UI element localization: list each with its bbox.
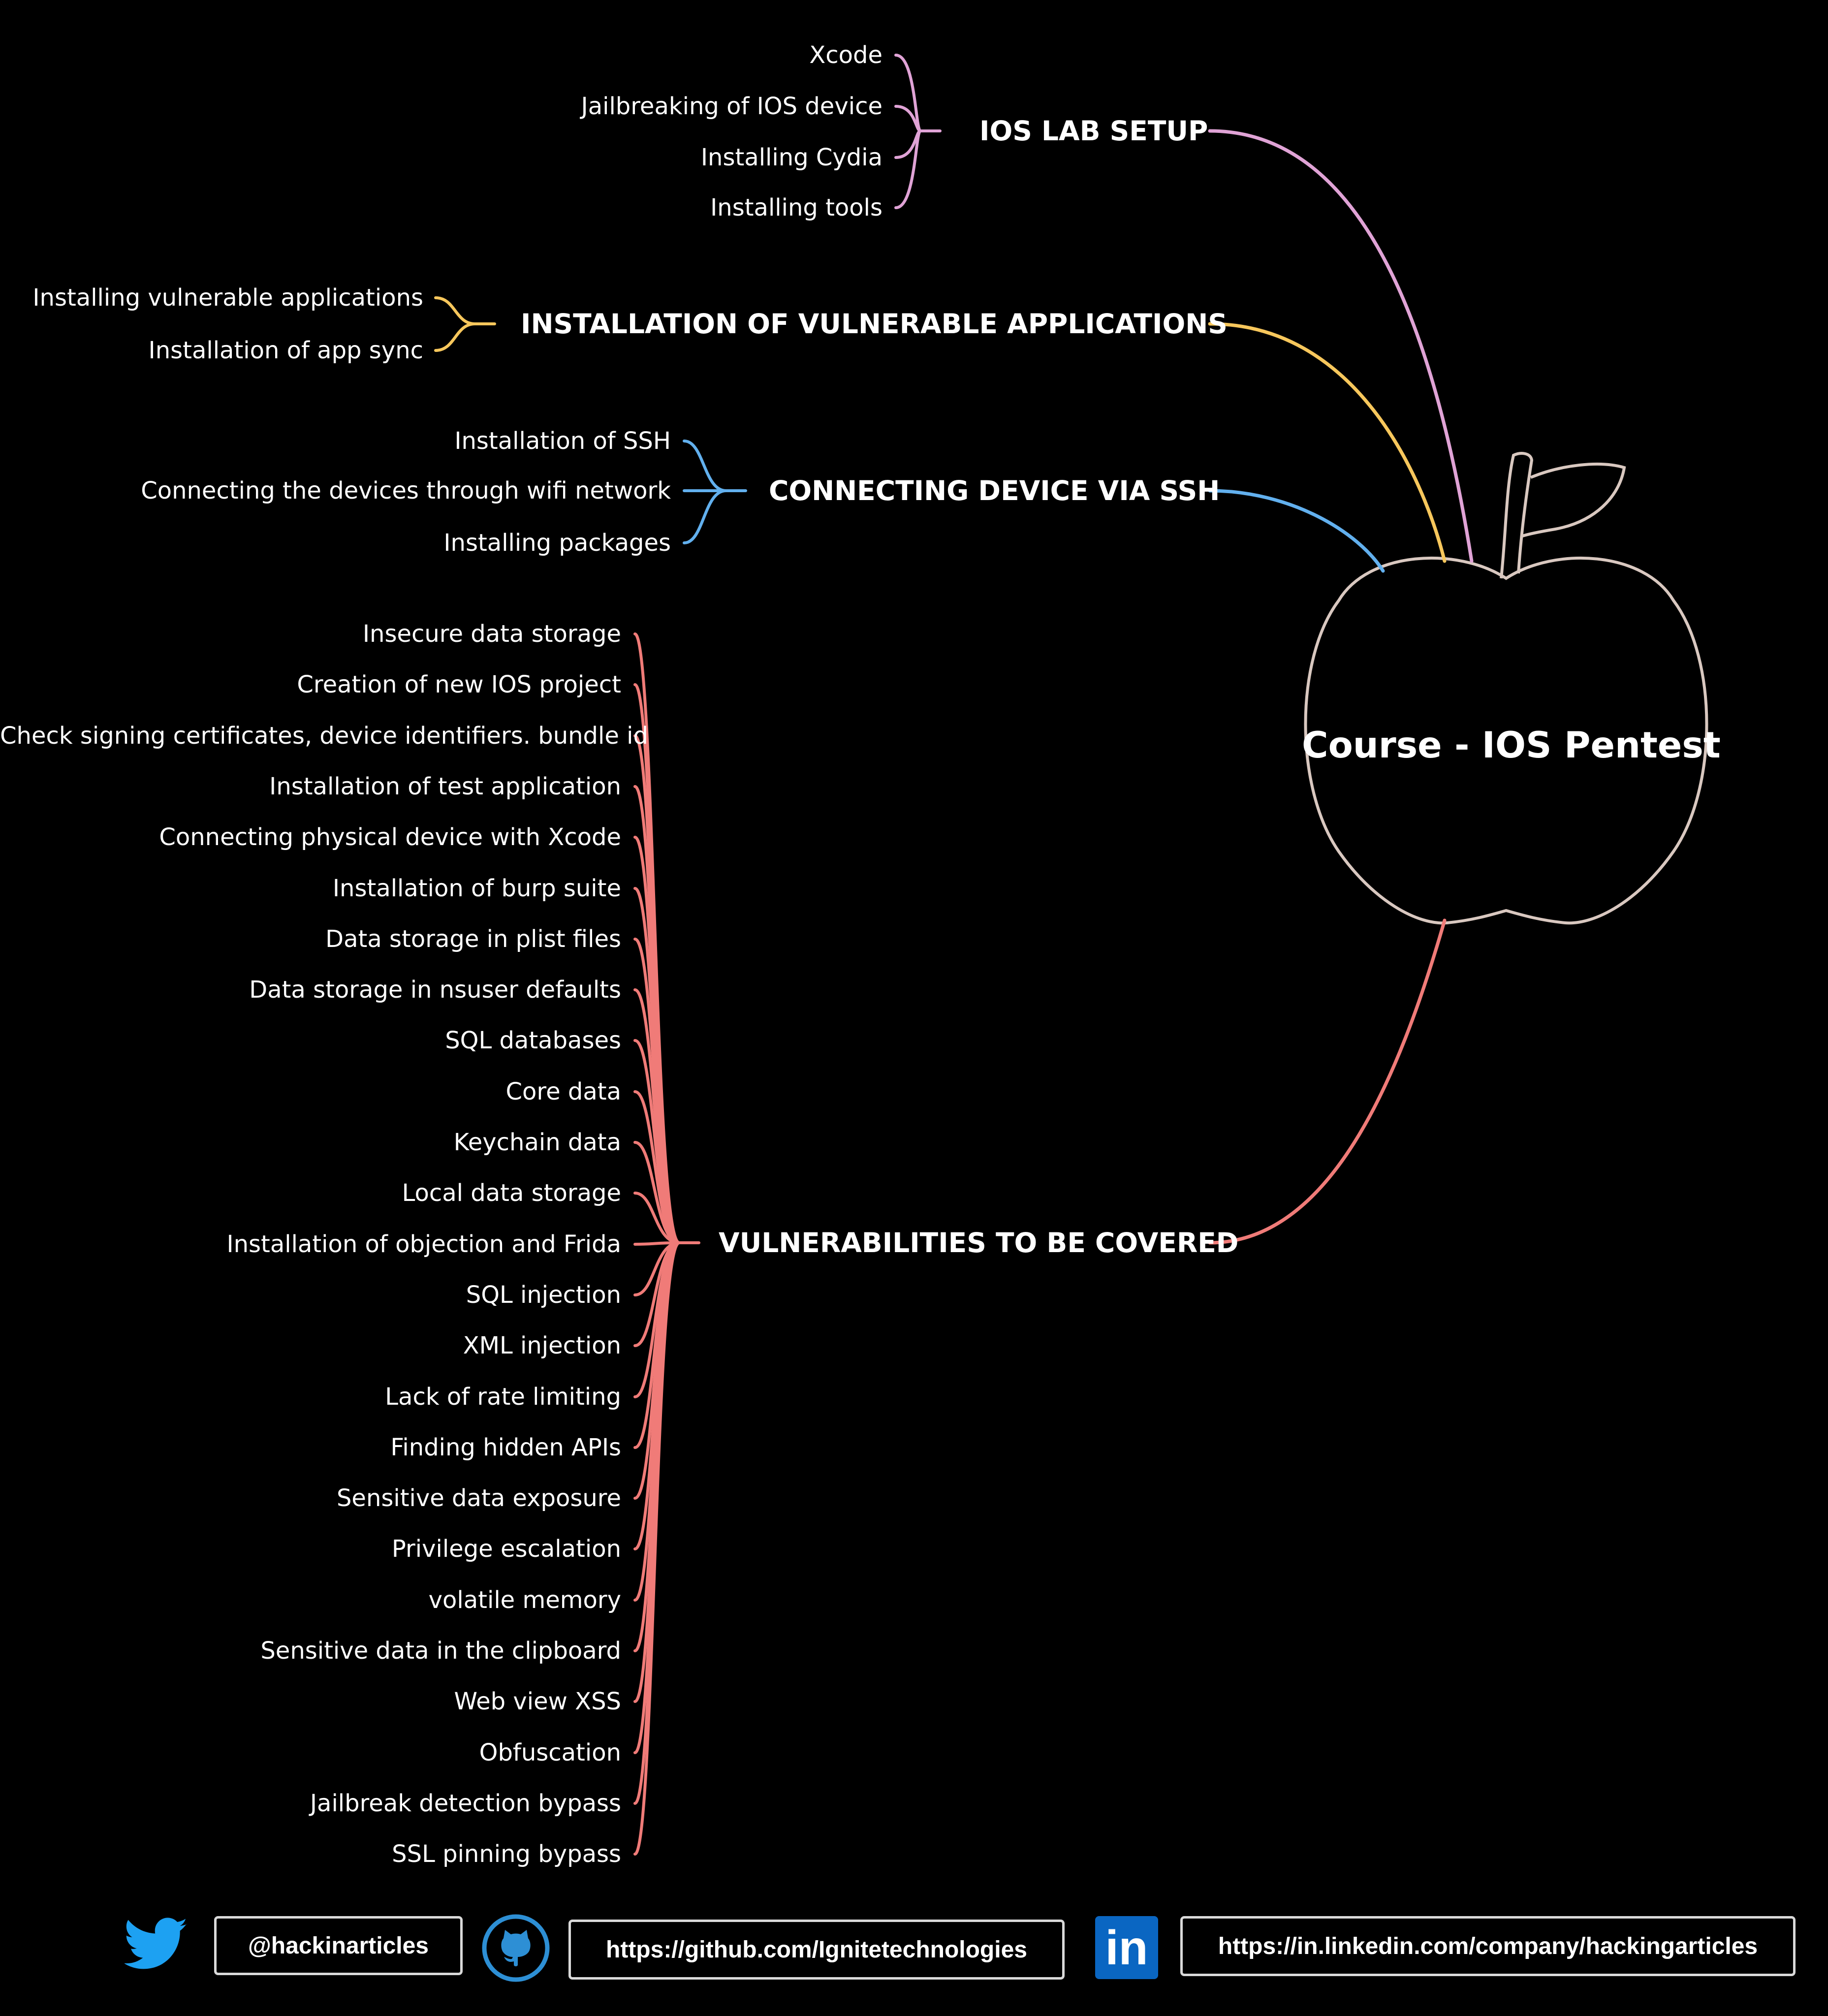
leaf-item: Sensitive data exposure — [336, 1484, 621, 1512]
center-title: Course - IOS Pentest — [1302, 724, 1721, 766]
github-octocat-icon[interactable] — [481, 1914, 550, 1983]
leaf-item: Installing vulnerable applications — [32, 284, 423, 312]
connector-vulnerable-apps — [1208, 322, 1447, 563]
leaf-item: Connecting the devices through wifi netw… — [141, 477, 671, 504]
leaf-item: SQL databases — [445, 1027, 621, 1054]
linkedin-url: https://in.linkedin.com/company/hackinga… — [1218, 1933, 1758, 1959]
bracket-curve-vulnerabilities — [633, 1141, 681, 1244]
leaf-item: Data storage in plist files — [325, 925, 621, 953]
twitter-handle: @hackinarticles — [248, 1932, 429, 1959]
leaf-item: Jailbreak detection bypass — [310, 1790, 621, 1817]
leaf-item: Obfuscation — [479, 1739, 621, 1766]
leaf-item: Lack of rate limiting — [385, 1383, 621, 1411]
leaf-item: Installation of burp suite — [332, 875, 621, 902]
leaf-item: Installation of SSH — [454, 427, 671, 455]
leaf-item: Connecting physical device with Xcode — [159, 823, 621, 851]
twitter-handle-box[interactable]: @hackinarticles — [214, 1916, 463, 1975]
apple-stem — [1500, 452, 1534, 579]
branch-title-vulnerabilities: VULNERABILITIES TO BE COVERED — [719, 1227, 1239, 1259]
twitter-bird-icon[interactable] — [125, 1917, 189, 1971]
leaf-item: Core data — [505, 1078, 621, 1105]
leaf-item: Installing Cydia — [700, 144, 882, 171]
leaf-item: Installation of objection and Frida — [226, 1230, 621, 1258]
bracket-curve-vulnerable-apps — [434, 296, 476, 325]
github-url-box[interactable]: https://github.com/Ignitetechnologies — [568, 1920, 1065, 1980]
bracket-curve-connecting-ssh — [683, 440, 727, 492]
connector-vulnerabilities — [1208, 918, 1447, 1245]
bracket-curve-vulnerabilities — [633, 1090, 681, 1244]
leaf-item: Data storage in nsuser defaults — [249, 976, 621, 1004]
leaf-item: volatile memory — [428, 1586, 621, 1614]
linkedin-url-box[interactable]: https://in.linkedin.com/company/hackinga… — [1180, 1916, 1796, 1976]
bracket-curve-vulnerabilities — [633, 1192, 681, 1244]
branch-title-connecting-ssh: CONNECTING DEVICE VIA SSH — [769, 475, 1220, 506]
bracket-curve-vulnerabilities — [633, 1241, 681, 1856]
leaf-item: Installing tools — [710, 194, 882, 221]
leaf-item: Insecure data storage — [362, 620, 621, 648]
leaf-item: Keychain data — [453, 1129, 621, 1156]
bracket-curve-vulnerable-apps — [434, 322, 476, 352]
leaf-item: SQL injection — [466, 1281, 621, 1309]
connector-connecting-ssh — [1208, 489, 1385, 573]
bracket-curve-ios-lab-setup — [894, 54, 922, 132]
apple-leaf — [1520, 462, 1626, 538]
leaf-item: Web view XSS — [454, 1688, 621, 1715]
leaf-item: Sensitive data in the clipboard — [260, 1637, 621, 1665]
linkedin-icon[interactable]: in — [1095, 1916, 1158, 1979]
bracket-curve-connecting-ssh — [683, 489, 727, 544]
leaf-item: Creation of new IOS project — [297, 671, 621, 698]
leaf-item: Privilege escalation — [391, 1535, 621, 1563]
branch-title-ios-lab-setup: IOS LAB SETUP — [979, 115, 1208, 147]
connector-ios-lab-setup — [1208, 129, 1474, 563]
bracket-curve-ios-lab-setup — [894, 129, 922, 209]
leaf-item: Jailbreaking of IOS device — [581, 93, 882, 120]
leaf-item: Xcode — [809, 41, 882, 69]
github-url: https://github.com/Ignitetechnologies — [606, 1936, 1027, 1963]
branch-title-vulnerable-apps: INSTALLATION OF VULNERABLE APPLICATIONS — [521, 308, 1228, 340]
leaf-item: SSL pinning bypass — [392, 1840, 621, 1868]
leaf-item: Installation of app sync — [148, 337, 423, 364]
leaf-item: Check signing certificates, device ident… — [0, 722, 648, 750]
leaf-item: Finding hidden APIs — [390, 1434, 621, 1461]
apple-outline — [1304, 556, 1708, 925]
linkedin-logo-text: in — [1105, 1921, 1148, 1975]
leaf-item: XML injection — [463, 1332, 621, 1359]
leaf-item: Installing packages — [443, 529, 671, 557]
leaf-item: Local data storage — [402, 1179, 621, 1207]
leaf-item: Installation of test application — [269, 773, 621, 800]
